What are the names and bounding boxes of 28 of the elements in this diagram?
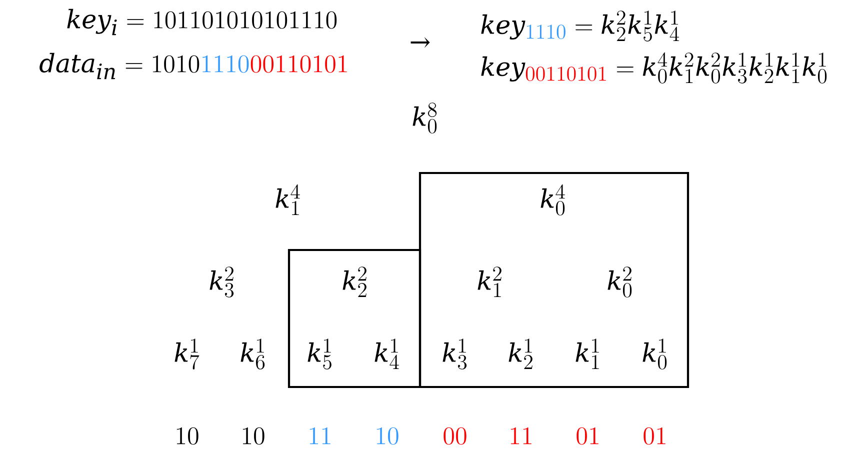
bit-pair: ${\color[HTML]{FF0000}00}$ — [444, 427, 466, 445]
key-term: $k_0^2$ — [608, 266, 632, 298]
bit-pair: $10$ — [242, 427, 264, 445]
formula: $data_{in} = 1010{\color[HTML]{3399FF}1110}{\color[HTML]{FF0000}00110101}$ — [40, 52, 347, 80]
bit-pair: $10$ — [176, 427, 198, 445]
key-term: $k_5^1$ — [308, 338, 332, 370]
key-term: $k_0^1$ — [642, 338, 667, 370]
key-term: $k_3^1$ — [442, 338, 467, 370]
formula: $key_{\color[HTML]{FF0000}00110101} = k_0^4k_1^2k_0^2k_3^1k_2^1k_1^1k_0^1$ — [481, 52, 827, 84]
bit-pair: ${\color[HTML]{3399FF}11}$ — [310, 427, 330, 444]
key-term: $k_0^4$ — [540, 184, 565, 216]
key-term: $k_2^2$ — [342, 266, 366, 297]
key-term: $k_4^1$ — [374, 338, 399, 369]
key-term: $k_0^8$ — [412, 102, 437, 134]
bit-pair: ${\color[HTML]{FF0000}11}$ — [510, 427, 532, 444]
key-term: $k_1^4$ — [276, 184, 300, 215]
bit-pair: ${\color[HTML]{3399FF}10}$ — [376, 427, 398, 445]
formula: $key_{\color[HTML]{3399FF}1110} = k_2^2k_5^1k_4^1$ — [481, 10, 679, 42]
key-term: $k_6^1$ — [240, 338, 265, 370]
key-term: $k_1^1$ — [576, 338, 599, 369]
arrow-symbol: → — [410, 37, 430, 48]
key-term: $k_3^2$ — [210, 266, 234, 298]
formula: $key_i = 101101010101110$ — [67, 8, 337, 36]
key-term: $k_2^1$ — [508, 338, 532, 369]
key-term: $k_7^1$ — [174, 338, 200, 370]
key-term: $k_1^2$ — [478, 266, 502, 297]
bit-pair: ${\color[HTML]{FF0000}01}$ — [644, 427, 666, 445]
bit-pair: ${\color[HTML]{FF0000}01}$ — [576, 427, 598, 445]
